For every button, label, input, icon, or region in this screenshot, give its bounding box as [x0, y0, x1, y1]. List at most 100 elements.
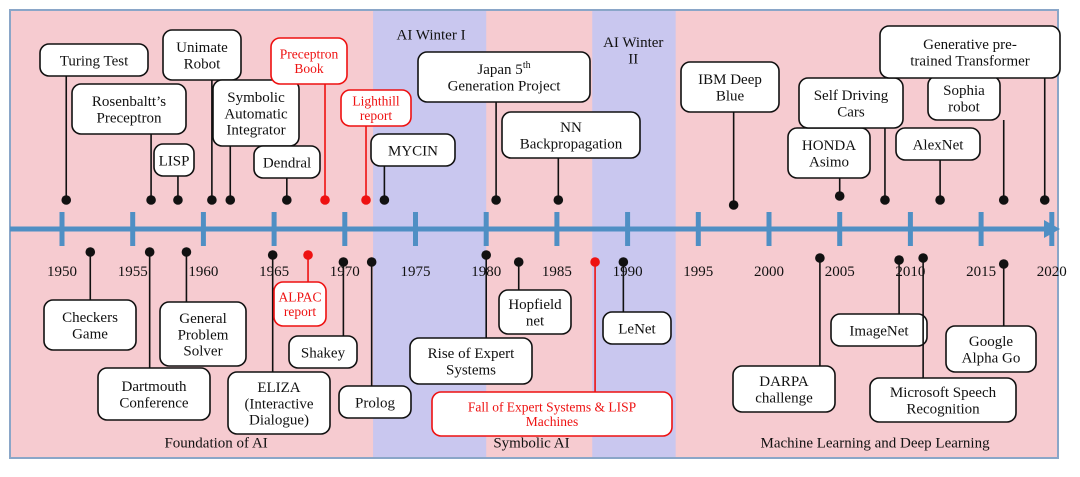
year-label: 1960 — [188, 264, 218, 280]
year-label: 2010 — [895, 264, 925, 280]
lighthill-box — [340, 89, 412, 127]
alexnet-box — [895, 127, 981, 161]
ml-era-label: Machine Learning and Deep Learning — [761, 435, 991, 451]
imagenet-label: ImageNet — [849, 323, 909, 339]
mycin-label: MYCIN — [388, 143, 438, 159]
imagenet-dot — [894, 255, 904, 265]
gpt-label: Generative pre-trained Transformer — [910, 37, 1030, 69]
ai-winter-1-label: AI Winter I — [396, 27, 465, 43]
prolog-dot — [366, 257, 377, 267]
year-label: 1995 — [683, 264, 713, 280]
dendral-box — [253, 145, 321, 179]
unimate-box — [162, 29, 242, 81]
japan-dot — [491, 195, 501, 205]
year-label: 1990 — [613, 264, 643, 280]
ibm-dot — [728, 200, 739, 210]
checkers-box — [43, 299, 137, 351]
rosenblatt-box — [71, 83, 187, 135]
ms-speech-dot — [918, 253, 928, 263]
year-label: 2005 — [825, 264, 855, 280]
lenet-dot — [618, 257, 629, 267]
turing-dot — [61, 195, 72, 205]
year-label: 2020 — [1037, 264, 1067, 280]
eliza-dot — [267, 250, 278, 260]
checkers-dot — [85, 247, 96, 257]
dendral-dot — [282, 195, 292, 205]
prolog-box — [338, 385, 412, 419]
darpa-box — [732, 365, 836, 413]
symbolic-integrator-box — [212, 79, 300, 147]
turing-box — [39, 43, 149, 77]
perceptron-book-dot — [320, 195, 330, 205]
year-label: 2015 — [966, 264, 996, 280]
shakey-dot — [338, 257, 349, 267]
alpac-box — [273, 281, 327, 327]
gps-box — [159, 301, 247, 367]
sophia-dot — [998, 195, 1009, 205]
mycin-dot — [379, 195, 390, 205]
dartmouth-dot — [144, 247, 155, 257]
imagenet-box — [830, 313, 928, 347]
alexnet-dot — [935, 195, 945, 205]
lisp-dot — [173, 195, 183, 205]
rosenblatt-dot — [146, 195, 156, 205]
year-label: 1985 — [542, 264, 572, 280]
diagram-frame — [9, 9, 1059, 459]
japan-box — [417, 51, 591, 103]
unimate-dot — [207, 195, 217, 205]
alpac-dot — [303, 250, 313, 260]
hopfield-dot — [513, 257, 524, 267]
mycin-box — [370, 133, 456, 167]
symbolic-integrator-dot — [225, 195, 236, 205]
self-driving-box — [798, 77, 904, 129]
alphago-dot — [998, 259, 1009, 269]
prolog-label: Prolog — [355, 395, 396, 411]
ibm-box — [680, 61, 780, 113]
fall-expert-box — [431, 391, 673, 437]
alexnet-label: AlexNet — [913, 137, 965, 153]
rise-expert-box — [409, 337, 533, 385]
shakey-label: Shakey — [301, 345, 346, 361]
gpt-box — [879, 25, 1061, 79]
ai-winter-2-band — [592, 10, 676, 458]
dendral-label: Dendral — [263, 155, 311, 171]
foundation-era-label: Foundation of AI — [164, 435, 267, 451]
year-label: 1965 — [259, 264, 289, 280]
shakey-box — [288, 335, 358, 369]
lighthill-dot — [361, 195, 371, 205]
gps-dot — [181, 247, 192, 257]
self-driving-dot — [880, 195, 890, 205]
year-label: 1955 — [118, 264, 148, 280]
darpa-dot — [815, 253, 825, 263]
rise-expert-dot — [481, 250, 492, 260]
year-label: 1950 — [47, 264, 77, 280]
alphago-box — [945, 325, 1037, 373]
hopfield-box — [498, 289, 572, 335]
year-label: 1975 — [401, 264, 431, 280]
lenet-box — [602, 311, 672, 345]
honda-dot — [834, 191, 845, 201]
